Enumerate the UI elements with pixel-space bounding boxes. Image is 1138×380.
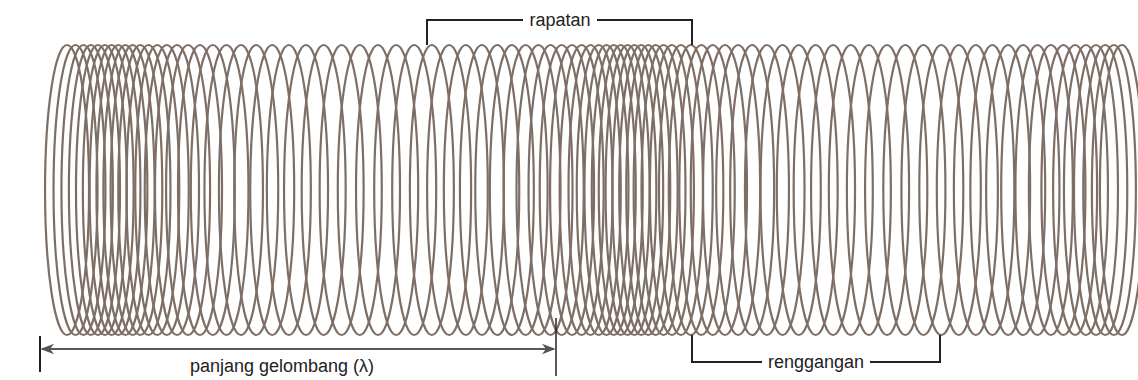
coil <box>919 45 963 335</box>
coil <box>267 45 311 335</box>
part-label: rapatan <box>523 9 596 31</box>
coil <box>901 45 945 335</box>
coil <box>550 45 594 335</box>
coil <box>937 45 981 335</box>
coil <box>490 45 534 335</box>
coil <box>1092 45 1136 335</box>
coil <box>1074 45 1118 335</box>
spring-coils <box>45 45 1138 335</box>
coil <box>504 45 548 335</box>
coil <box>178 45 222 335</box>
coil <box>410 45 454 335</box>
coil <box>794 45 838 335</box>
coil <box>829 45 873 335</box>
wavelength-arrow <box>42 348 554 350</box>
coil <box>302 45 346 335</box>
coil <box>1001 45 1045 335</box>
coil <box>204 45 248 335</box>
coil <box>284 45 328 335</box>
coil <box>126 45 170 335</box>
coil <box>650 45 694 335</box>
coil <box>1029 45 1073 335</box>
coil <box>392 45 436 335</box>
coil <box>811 45 855 335</box>
coil <box>691 45 735 335</box>
coil <box>1100 45 1138 335</box>
coil <box>1064 45 1108 335</box>
coil <box>516 45 560 335</box>
coil <box>475 45 519 335</box>
part-label: panjang gelombang (λ) <box>184 355 380 377</box>
coil <box>356 45 400 335</box>
coil <box>374 45 418 335</box>
coil <box>716 45 760 335</box>
coil <box>777 45 821 335</box>
wavelength-tick <box>39 336 41 372</box>
coil <box>191 45 235 335</box>
part-label: renggangan <box>762 351 870 373</box>
wavelength-tick <box>555 318 557 376</box>
coil <box>883 45 927 335</box>
coil <box>703 45 747 335</box>
